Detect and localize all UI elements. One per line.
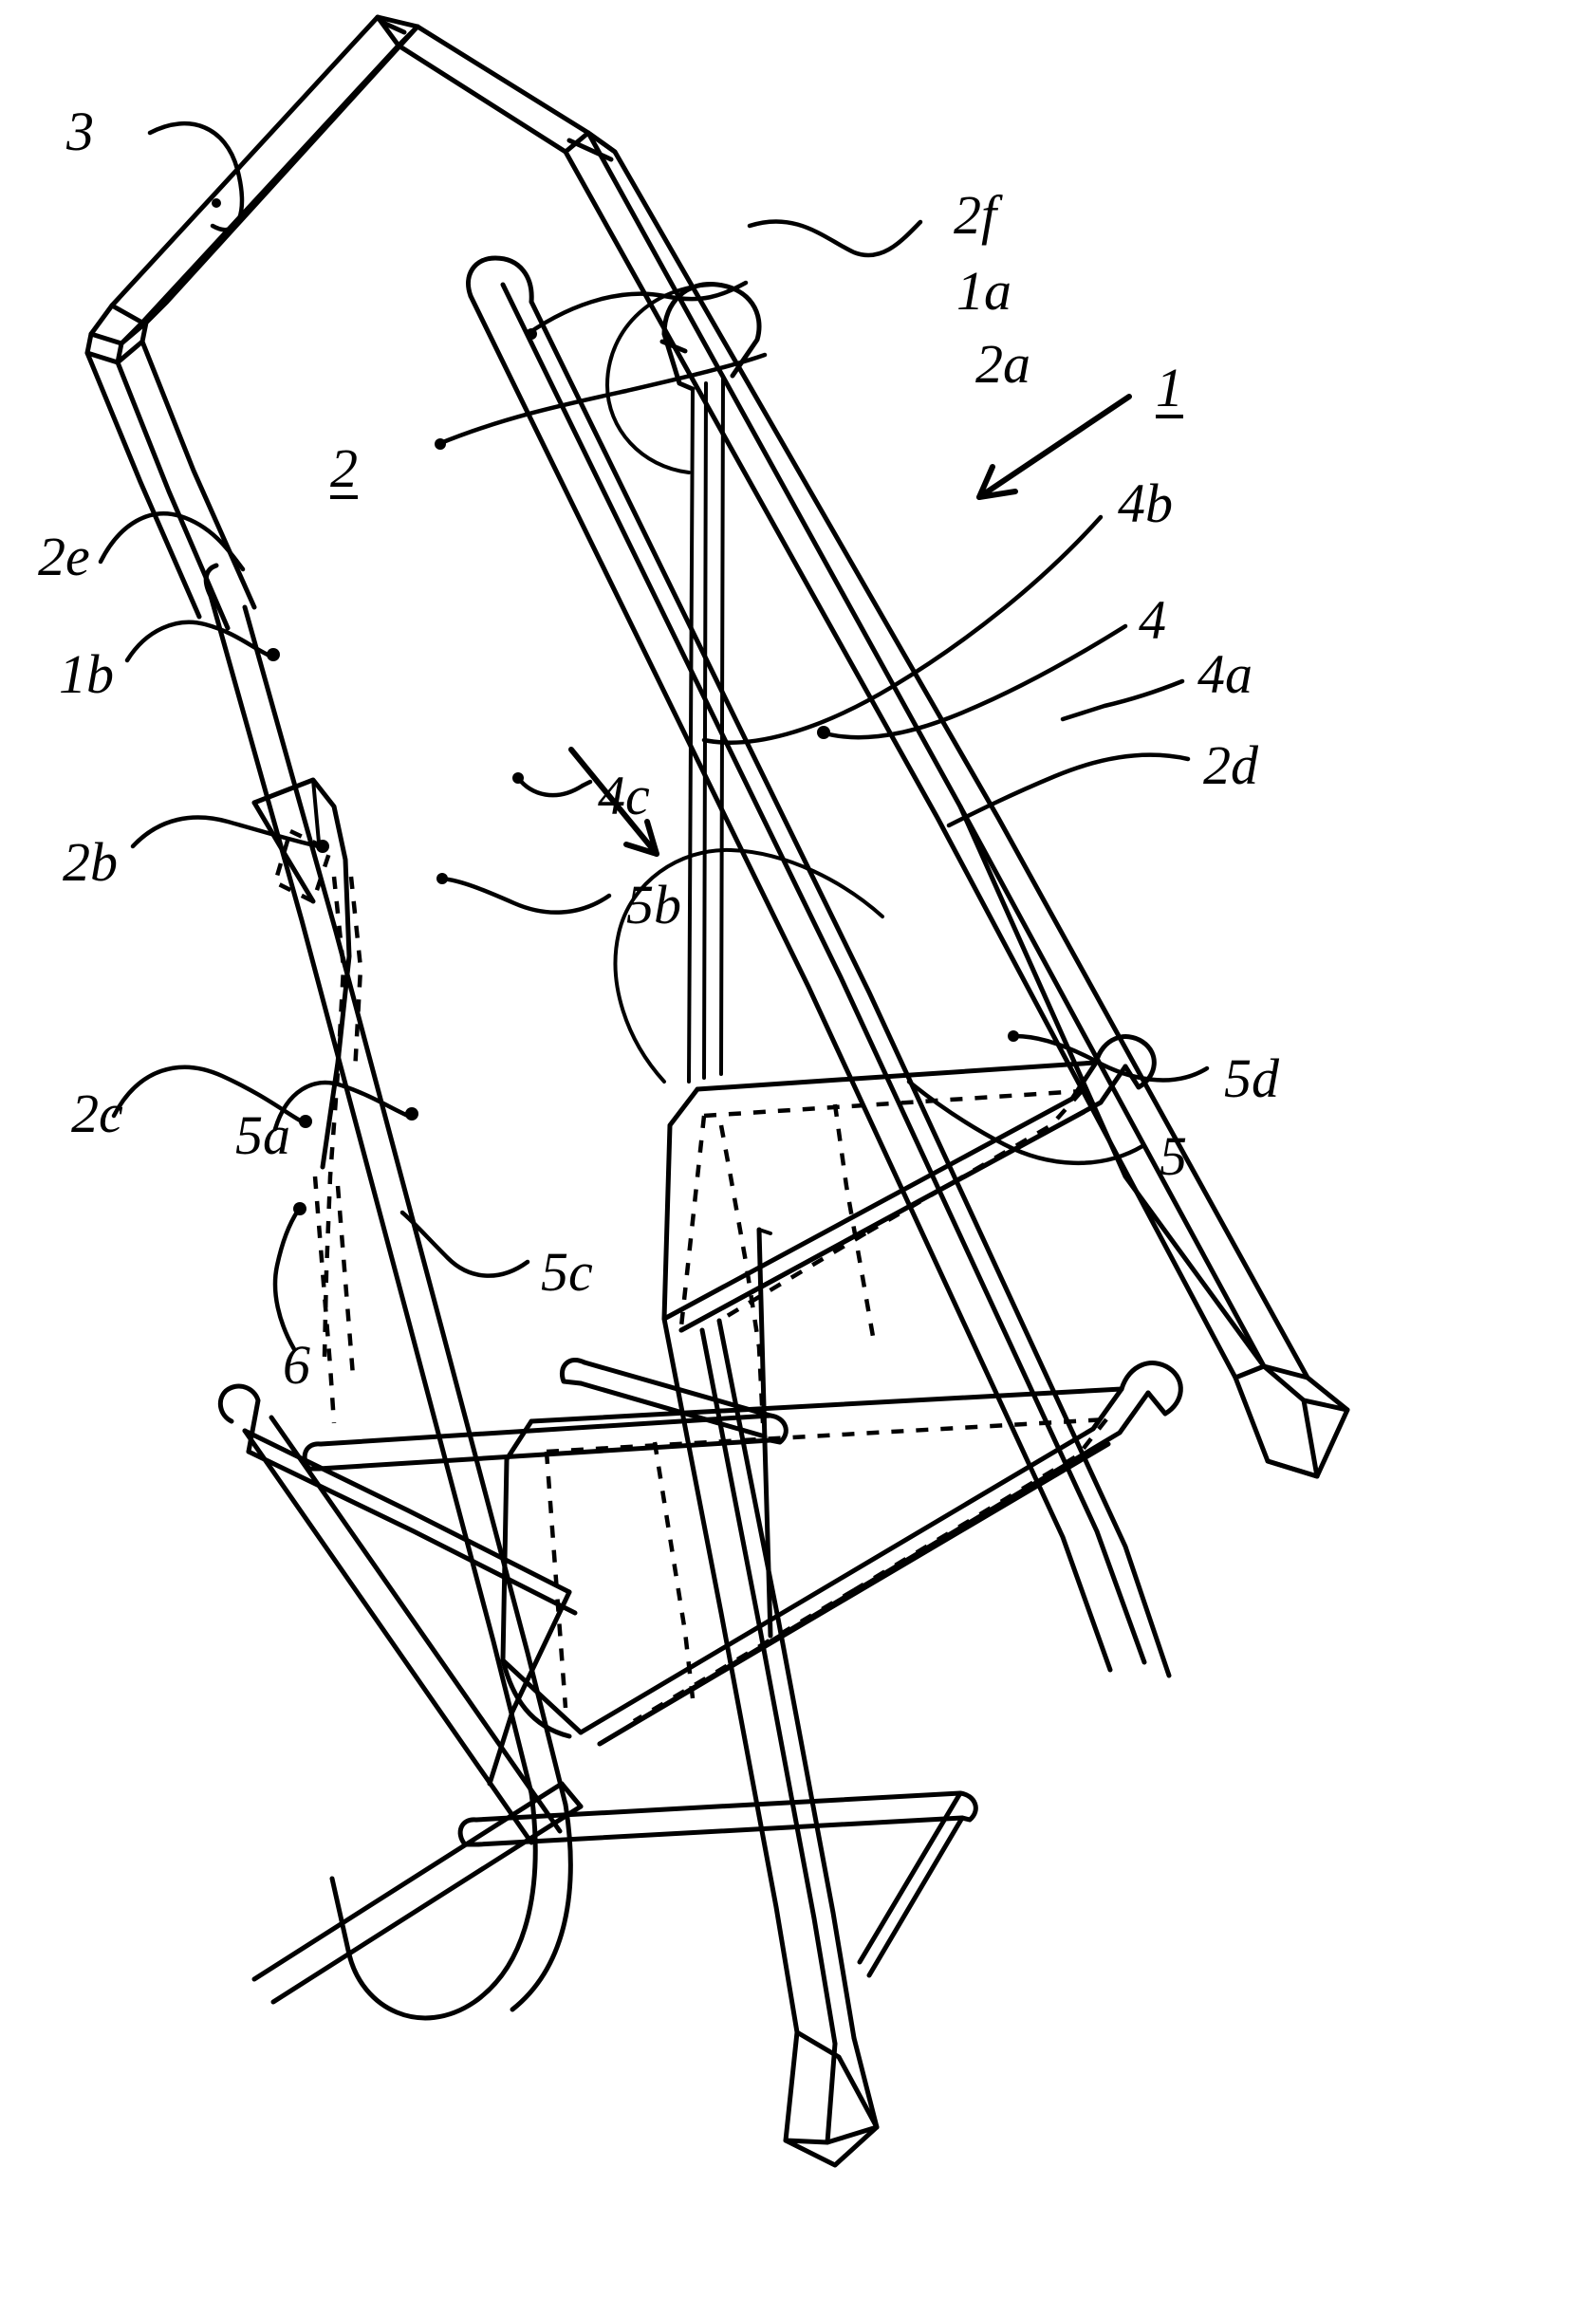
ref-label-6: 6 — [283, 1334, 310, 1396]
ref-label-2b: 2b — [63, 831, 118, 893]
leader-lines — [98, 121, 1210, 1352]
support-frame-rods — [605, 282, 762, 1084]
ref-label-5a: 5a — [235, 1104, 290, 1166]
ref-label-2f: 2f — [954, 184, 997, 246]
ref-label-1a: 1a — [956, 260, 1011, 322]
ref-label-5c: 5c — [541, 1241, 593, 1303]
ref-label-5: 5 — [1160, 1125, 1187, 1187]
ref-label-5d: 5d — [1224, 1047, 1279, 1109]
ref-label-4: 4 — [1139, 589, 1166, 651]
ref-label-2: 2 — [330, 437, 358, 499]
lower-cross-tubes — [302, 1358, 978, 1978]
ref-label-1: 1 — [1156, 357, 1183, 418]
ref-label-4a: 4a — [1197, 643, 1253, 705]
bottom-spreader-bar — [251, 1781, 584, 2005]
ref-label-4c: 4c — [598, 765, 650, 826]
upper-tread — [613, 847, 1157, 1424]
ref-label-5b: 5b — [626, 874, 681, 935]
ref-label-3: 3 — [66, 101, 94, 162]
diagonal-braces — [217, 1383, 578, 1845]
ref-label-1b: 1b — [59, 643, 114, 705]
ref-label-2d: 2d — [1203, 734, 1258, 796]
lower-tread — [500, 1227, 1183, 1747]
ref-label-2c: 2c — [71, 1083, 123, 1144]
front-leg-left — [203, 563, 573, 2021]
ref-label-4b: 4b — [1118, 472, 1173, 534]
rear-leg-lower-rails — [957, 804, 1267, 1369]
front-leg-right — [466, 255, 1172, 1678]
ref-label-2a: 2a — [975, 333, 1030, 395]
upper-frame-bow — [84, 14, 420, 631]
ref-label-2e: 2e — [38, 526, 90, 587]
front-center-leg — [661, 1316, 880, 2168]
